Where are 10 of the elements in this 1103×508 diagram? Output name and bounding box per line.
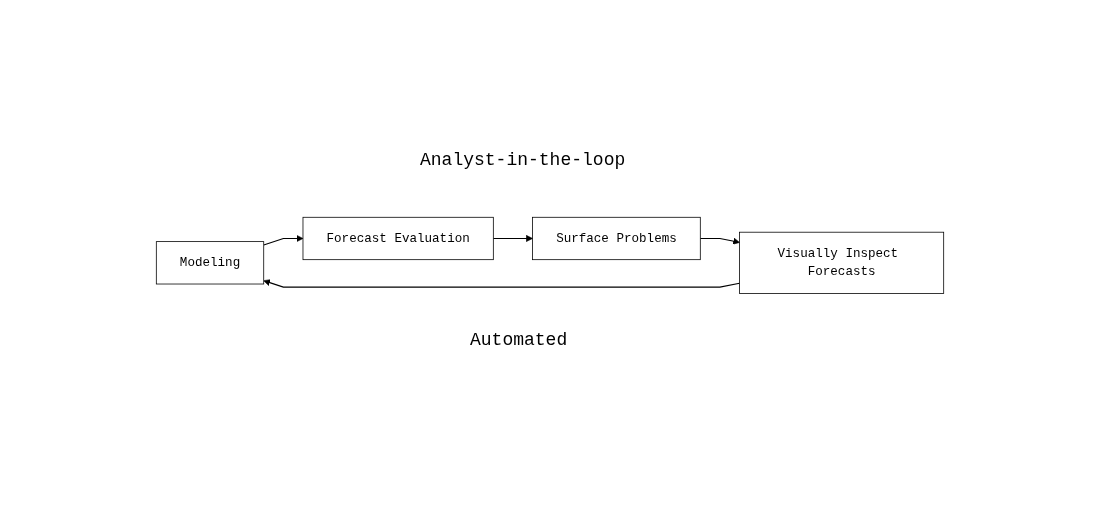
arrow — [699, 237, 740, 245]
arrow — [492, 234, 533, 242]
region-label: Automated — [470, 330, 568, 350]
node-box: Modeling — [155, 240, 265, 285]
arrow — [263, 234, 304, 246]
region-label: Analyst-in-the-loop — [420, 150, 626, 170]
arrow — [263, 278, 741, 288]
node-box: Visually Inspect Forecasts — [739, 231, 945, 294]
node-box: Forecast Evaluation — [302, 216, 494, 260]
node-box: Surface Problems — [532, 216, 701, 260]
